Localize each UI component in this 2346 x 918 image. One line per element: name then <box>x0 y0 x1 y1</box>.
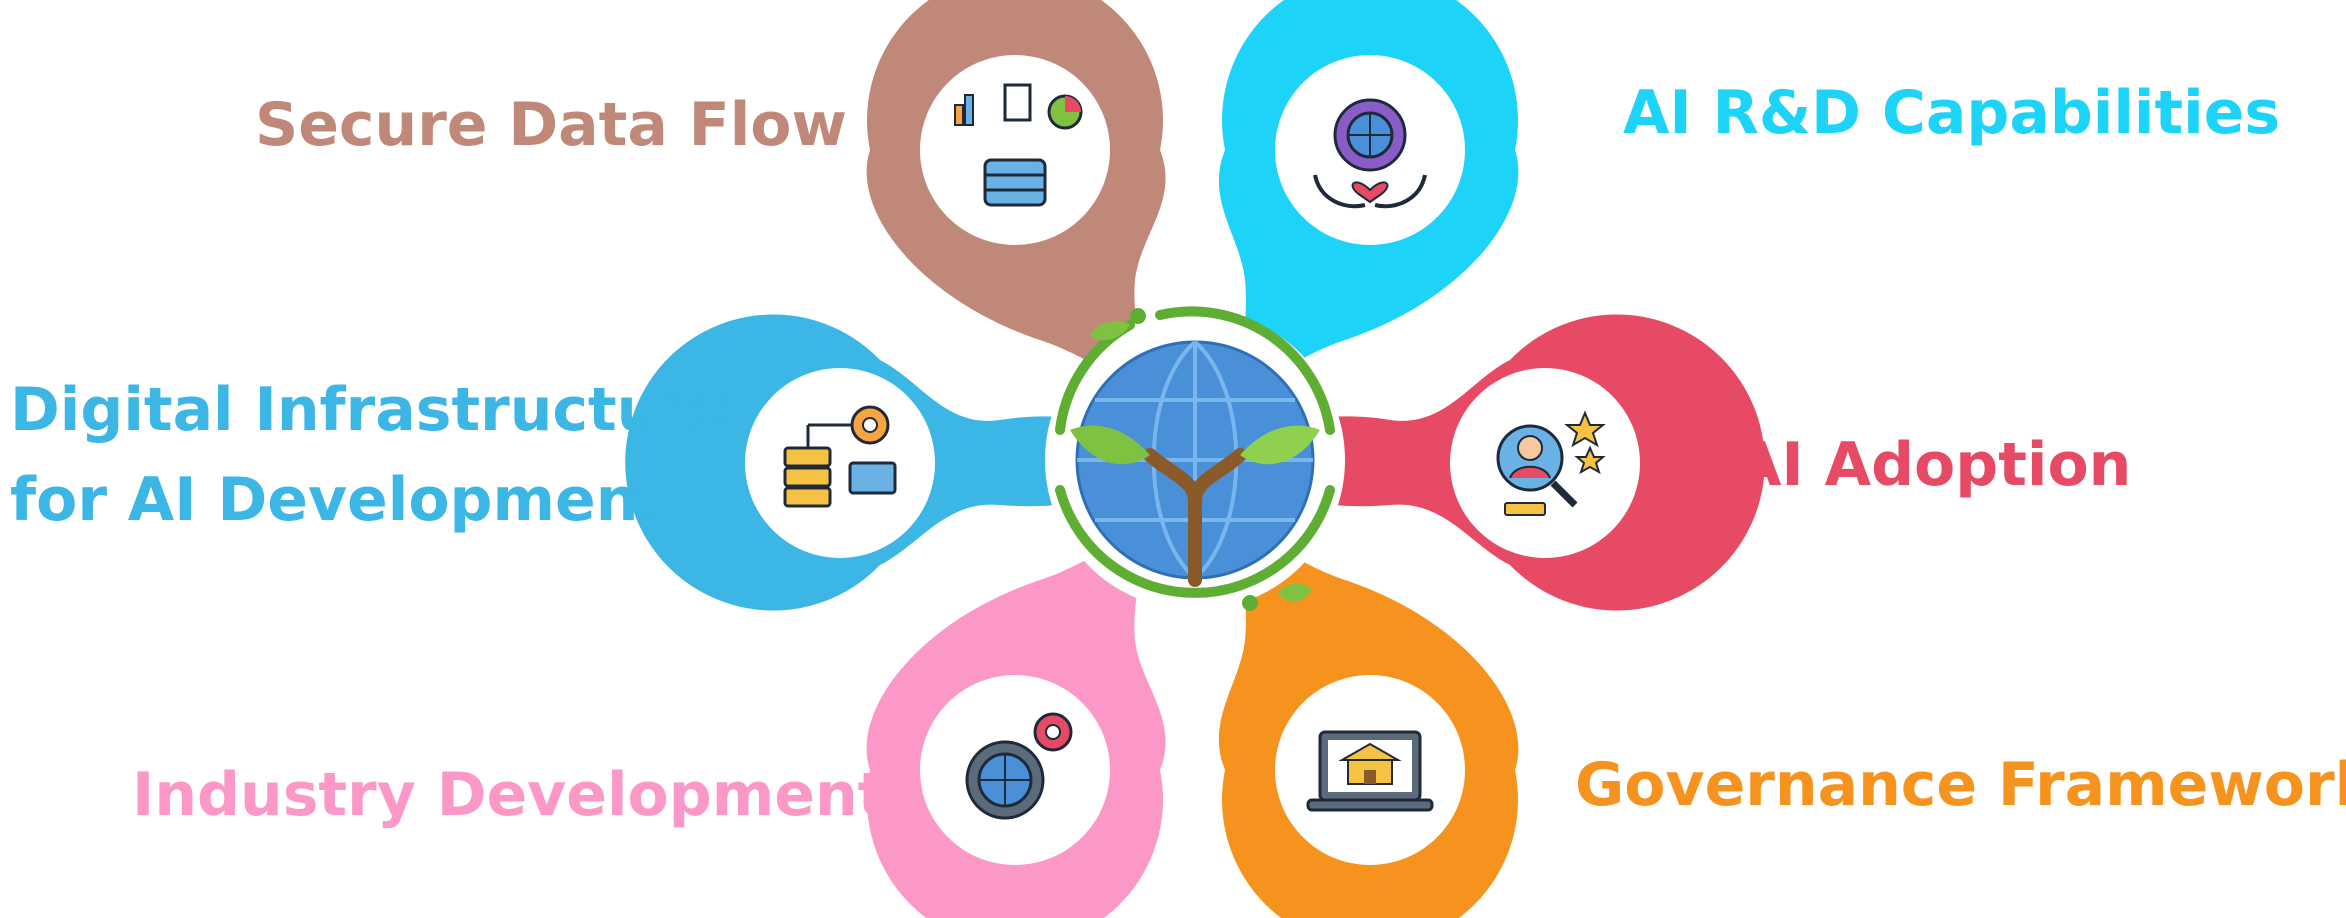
petal-digital-infrastructure <box>625 314 1195 611</box>
label-digital-infrastructure: Digital Infrastructure for AI Development <box>10 365 730 545</box>
label-secure-data-flow: Secure Data Flow <box>255 80 847 170</box>
label-line: Secure Data Flow <box>255 90 847 160</box>
label-ai-adoption: AI Adoption <box>1735 420 2131 510</box>
label-line: Digital Infrastructure <box>10 375 730 445</box>
user-search-star-icon <box>1496 410 1606 516</box>
label-line: Governance Framework <box>1575 750 2346 820</box>
data-database-icon <box>954 83 1083 207</box>
label-ai-rd-capabilities: AI R&D Capabilities <box>1623 68 2280 158</box>
label-industry-development: Industry Development <box>132 750 886 840</box>
label-line: for AI Development <box>10 465 668 535</box>
laptop-institution-icon <box>1306 730 1434 812</box>
globe-sprout-icon <box>1070 340 1320 587</box>
server-network-icon <box>783 405 897 508</box>
gear-globe-hands-icon <box>1313 98 1427 209</box>
label-line: Industry Development <box>132 760 887 830</box>
gear-globe-icon <box>965 712 1073 820</box>
center-emblem <box>1045 306 1345 611</box>
label-line: AI Adoption <box>1735 430 2132 500</box>
label-governance-framework: Governance Framework <box>1575 740 2346 830</box>
label-line: AI R&D Capabilities <box>1623 78 2281 148</box>
